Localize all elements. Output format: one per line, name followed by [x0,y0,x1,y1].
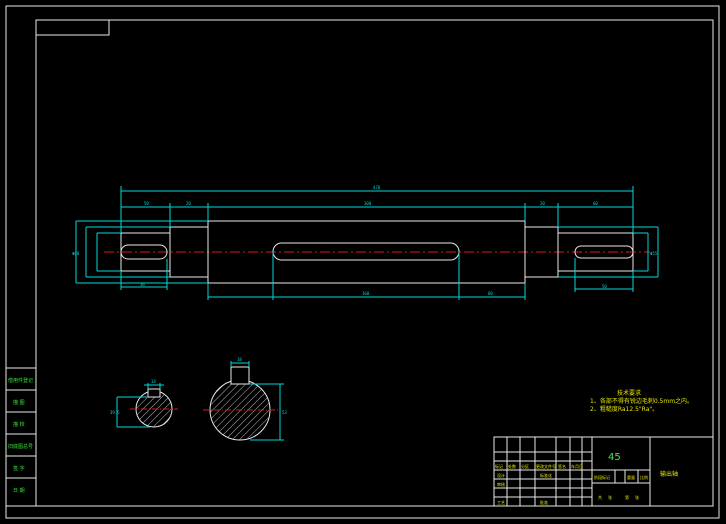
dim-main-body: 300 [364,201,372,206]
stage-header: 比例 [640,474,648,480]
dim-middle-key: 160 [362,291,370,296]
sidebar-label: 签 字 [13,465,25,472]
inner-border [35,19,714,507]
tech-requirements: 技术要求 1、各部不得有锐边毛刺0.5mm之内。 2、粗糙度Ra12.5"Ra"… [590,389,693,413]
std-text: 标准化 [540,472,552,478]
sheet-text: 共 [598,494,602,500]
stage-header: 重量 [627,474,635,480]
sidebar-label: 描 校 [13,421,25,428]
corner-label-box [35,19,110,36]
dim-dia-right: Φ55 [650,251,658,256]
left-keyway [120,244,168,260]
dim-mid-right: 80 [488,291,493,296]
dim-left-seg: 50 [144,201,149,206]
col-header: 标记 [495,463,503,469]
sidebar-label: 借用件登记 [8,377,33,384]
sidebar-label: 描 图 [13,399,25,406]
dim-overall: 478 [373,185,381,190]
stage-header: 阶段标记 [594,474,610,480]
dim-sec2-width: 18 [237,357,242,362]
part-name-text: 输出轴 [660,470,678,478]
dim-sec1-width: 14 [151,379,156,384]
title-block: 45 输出轴 标记 处数 分区 更改文件号 签名 年月日 设计 审核 工艺 批准… [493,436,714,507]
dim-sec1-depth: 39.5 [110,410,120,415]
section-view-small: 14 39.5 [110,379,178,428]
col-header: 处数 [508,463,516,469]
row-label: 审核 [497,481,505,487]
tech-req-line: 2、粗糙度Ra12.5"Ra"。 [590,405,658,413]
tech-req-line: 1、各部不得有锐边毛刺0.5mm之内。 [590,397,693,405]
shaft-main-view: 478 50 20 300 20 60 Φ60 Φ55 36 [72,185,659,300]
sidebar-label: 日 期 [13,488,25,494]
material-text: 45 [608,452,621,463]
outer-border [5,5,720,519]
row-extra: 批准 [540,499,548,505]
col-header: 签名 [558,463,566,469]
row-label: 设计 [497,472,505,478]
dim-right-key: 50 [602,284,607,289]
right-keyway [574,245,634,259]
left-sidebar: 借用件登记 描 图 描 校 旧底图总号 签 字 日 期 [5,367,37,507]
dim-left-step: 20 [186,201,191,206]
middle-keyway [272,242,460,261]
dim-dia-mid: Φ60 [72,251,80,256]
row-label: 工艺 [497,500,505,505]
sheet-text: 第 [625,494,629,500]
dim-sec2-depth: 53 [282,410,287,415]
tech-req-title: 技术要求 [617,389,641,397]
col-header: 年月日 [571,463,583,469]
col-header: 分区 [521,463,529,469]
sheet-text: 张 [608,494,612,500]
dim-right-step: 20 [540,201,545,206]
section-view-large: 18 53 [203,357,287,441]
dim-left-key: 36 [140,282,145,287]
col-header: 更改文件号 [536,463,556,469]
dim-right-seg: 60 [593,201,598,206]
sidebar-label: 旧底图总号 [8,443,33,450]
sheet-text: 张 [635,494,639,500]
